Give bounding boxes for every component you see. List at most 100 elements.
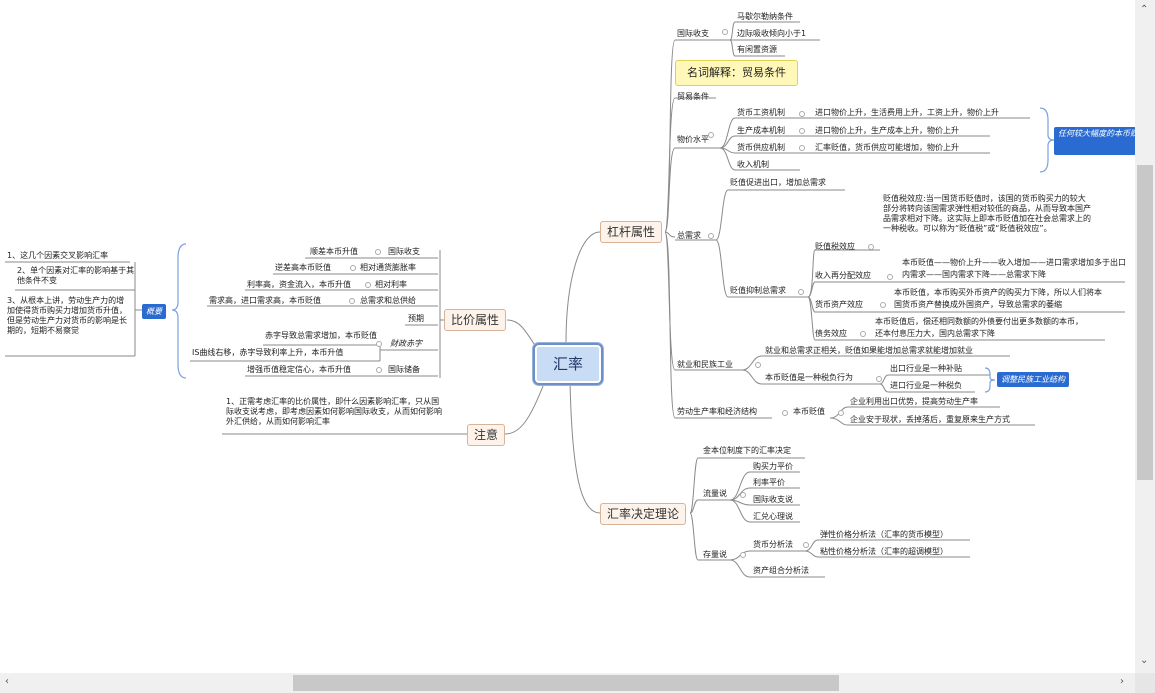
node-bop[interactable]: 国际收支说 — [753, 495, 793, 504]
main-topic-price[interactable]: 比价属性 — [444, 309, 507, 331]
collapse-dot[interactable] — [798, 289, 804, 295]
node-row4-left[interactable]: 需求高，进口需求高，本币贬值 — [209, 296, 321, 305]
node-flex[interactable]: 弹性价格分析法（汇率的货币模型） — [820, 530, 948, 539]
node-ppp[interactable]: 购买力平价 — [753, 462, 793, 471]
node-labor-text1[interactable]: 企业利用出口优势，提高劳动生产率 — [850, 397, 978, 406]
scroll-right-icon[interactable]: › — [1120, 676, 1124, 687]
node-ov2[interactable]: 2、单个因素对汇率的影响基于其他条件不变 — [17, 266, 135, 285]
node-debt-text2[interactable]: 还本付息压力大，国内总需求下降 — [875, 329, 995, 338]
collapse-dot[interactable] — [349, 298, 355, 304]
node-trade-terms[interactable]: 贸易条件 — [677, 92, 709, 101]
node-row4-right[interactable]: 总需求和总供给 — [360, 296, 416, 305]
node-intl-income[interactable]: 国际收支 — [677, 29, 709, 38]
node-expect[interactable]: 预期 — [408, 314, 424, 323]
node-row1-left[interactable]: 顺差本币升值 — [310, 247, 358, 256]
node-debt[interactable]: 债务效应 — [815, 329, 847, 338]
collapse-dot[interactable] — [799, 128, 805, 134]
node-note-text[interactable]: 1、正需考虑汇率的比价属性，即什么因素影响汇率，只从国际收支说考虑，即考虑因素如… — [226, 397, 442, 426]
collapse-dot[interactable] — [740, 492, 746, 498]
node-tax-import[interactable]: 进口行业是一种税负 — [890, 381, 962, 390]
node-ov1[interactable]: 1、这几个因素交叉影响汇率 — [7, 251, 109, 260]
node-redistrib-text1[interactable]: 本币贬值——物价上升——收入增加——进口需求增加多于出口 — [902, 258, 1126, 267]
node-redistrib-text2[interactable]: 内需求——国内需求下降——总需求下降 — [902, 270, 1046, 279]
scroll-down-icon[interactable]: ⌄ — [1140, 655, 1149, 666]
callout-overview[interactable]: 概要 — [142, 304, 166, 319]
node-stock[interactable]: 存量说 — [703, 550, 727, 559]
collapse-dot[interactable] — [365, 282, 371, 288]
node-mech3-text[interactable]: 汇率贬值，货币供应可能增加，物价上升 — [815, 143, 959, 152]
node-monetary[interactable]: 货币分析法 — [753, 540, 793, 549]
node-protect[interactable]: 本币贬值是一种税负行为 — [765, 373, 853, 382]
vertical-scroll-thumb[interactable] — [1137, 165, 1153, 480]
node-margin[interactable]: 边际吸收倾向小于1 — [737, 29, 807, 38]
node-labor[interactable]: 劳动生产率和经济结构 — [677, 407, 757, 416]
callout-adjust[interactable]: 调整民族工业结构 — [997, 372, 1069, 387]
node-devalue[interactable]: 本币贬值 — [793, 407, 825, 416]
node-idle[interactable]: 有闲置资源 — [737, 45, 777, 54]
collapse-dot[interactable] — [880, 302, 886, 308]
callout-price-note[interactable]: 任何较大幅度的本币贬值都将对国内物价起到推动作用 — [1054, 127, 1135, 155]
node-ov3[interactable]: 3、从根本上讲，劳动生产力的增加使得货币购买力增加货币升值，但是劳动生产力对货币… — [7, 296, 127, 335]
collapse-dot[interactable] — [375, 249, 381, 255]
collapse-dot[interactable] — [868, 244, 874, 250]
node-irp[interactable]: 利率平价 — [753, 478, 785, 487]
node-portfolio[interactable]: 资产组合分析法 — [753, 566, 809, 575]
collapse-dot[interactable] — [838, 410, 844, 416]
node-asset-text2[interactable]: 国货币资产替换成外国资产，导致总需求的萎缩 — [894, 300, 1062, 309]
node-debt-text1[interactable]: 本币贬值后，偿还相同数额的外债要付出更多数额的本币， — [875, 317, 1083, 326]
node-employ-text[interactable]: 就业和总需求正相关，贬值如果能增加总需求就能增加就业 — [765, 346, 973, 355]
collapse-dot[interactable] — [722, 29, 728, 35]
collapse-dot[interactable] — [887, 274, 893, 280]
node-marshall[interactable]: 马歇尔勒纳条件 — [737, 12, 793, 21]
main-topic-lever[interactable]: 杠杆属性 — [600, 221, 663, 243]
node-row2-left[interactable]: 逆差高本币贬值 — [275, 263, 331, 272]
mindmap-canvas[interactable]: 汇率 杠杆属性 比价属性 注意 汇率决定理论 名词解释：贸易条件 国际收支 马歇… — [0, 0, 1135, 673]
node-asset-text1[interactable]: 本币贬值，本币购买外币资产的购买力下降，所以人们将本 — [894, 288, 1102, 297]
node-tax-effect[interactable]: 贬值税效应 — [815, 242, 855, 251]
central-topic[interactable]: 汇率 — [533, 343, 603, 385]
collapse-dot[interactable] — [376, 341, 382, 347]
collapse-dot[interactable] — [799, 111, 805, 117]
main-topic-note[interactable]: 注意 — [467, 424, 506, 446]
collapse-dot[interactable] — [350, 265, 356, 271]
node-redistrib[interactable]: 收入再分配效应 — [815, 271, 871, 280]
node-mech1[interactable]: 货币工资机制 — [737, 108, 785, 117]
node-subsidy[interactable]: 出口行业是一种补贴 — [890, 364, 962, 373]
collapse-dot[interactable] — [708, 132, 714, 138]
node-row2-right[interactable]: 相对通货膨胀率 — [360, 263, 416, 272]
node-row3-left[interactable]: 利率高，资金流入，本币升值 — [247, 280, 351, 289]
node-mech1-text[interactable]: 进口物价上升，生活费用上升，工资上升，物价上升 — [815, 108, 999, 117]
collapse-dot[interactable] — [803, 542, 809, 548]
node-price-level[interactable]: 物价水平 — [677, 135, 709, 144]
node-gold[interactable]: 金本位制度下的汇率决定 — [703, 446, 791, 455]
node-psych[interactable]: 汇兑心理说 — [753, 512, 793, 521]
collapse-dot[interactable] — [708, 233, 714, 239]
node-row3-right[interactable]: 相对利率 — [375, 280, 407, 289]
collapse-dot[interactable] — [782, 410, 788, 416]
node-mech2-text[interactable]: 进口物价上升，生产成本上升，物价上升 — [815, 126, 959, 135]
node-flow[interactable]: 流量说 — [703, 489, 727, 498]
node-mech2[interactable]: 生产成本机制 — [737, 126, 785, 135]
node-row1-right[interactable]: 国际收支 — [388, 247, 420, 256]
node-fiscal-text2[interactable]: IS曲线右移，赤字导致利率上升，本币升值 — [192, 348, 344, 357]
node-employ[interactable]: 就业和民族工业 — [677, 360, 733, 369]
node-labor-text2[interactable]: 企业安于现状，丢掉落后，重复原来生产方式 — [850, 415, 1010, 424]
collapse-dot[interactable] — [376, 367, 382, 373]
node-fiscal-text1[interactable]: 赤字导致总需求增加，本币贬值 — [265, 331, 377, 340]
scroll-left-icon[interactable]: ‹ — [5, 676, 9, 687]
node-tax-text[interactable]: 贬值税效应:当一国货币贬值时，该国的货币购买力的较大部分将转向该国需求弹性相对较… — [883, 194, 1091, 233]
node-mech4[interactable]: 收入机制 — [737, 160, 769, 169]
node-mech3[interactable]: 货币供应机制 — [737, 143, 785, 152]
node-total-demand[interactable]: 总需求 — [677, 231, 701, 240]
horizontal-scroll-thumb[interactable] — [293, 675, 839, 691]
node-fiscal[interactable]: 财政赤字 — [390, 339, 422, 348]
collapse-dot[interactable] — [740, 552, 746, 558]
node-sticky[interactable]: 粘性价格分析法（汇率的超调模型） — [820, 547, 948, 556]
collapse-dot[interactable] — [755, 362, 761, 368]
collapse-dot[interactable] — [799, 145, 805, 151]
node-asset[interactable]: 货币资产效应 — [815, 300, 863, 309]
node-devalue-export[interactable]: 贬值促进出口，增加总需求 — [730, 178, 826, 187]
node-reserve-left[interactable]: 增强币值稳定信心，本币升值 — [247, 365, 351, 374]
collapse-dot[interactable] — [876, 376, 882, 382]
collapse-dot[interactable] — [860, 331, 866, 337]
